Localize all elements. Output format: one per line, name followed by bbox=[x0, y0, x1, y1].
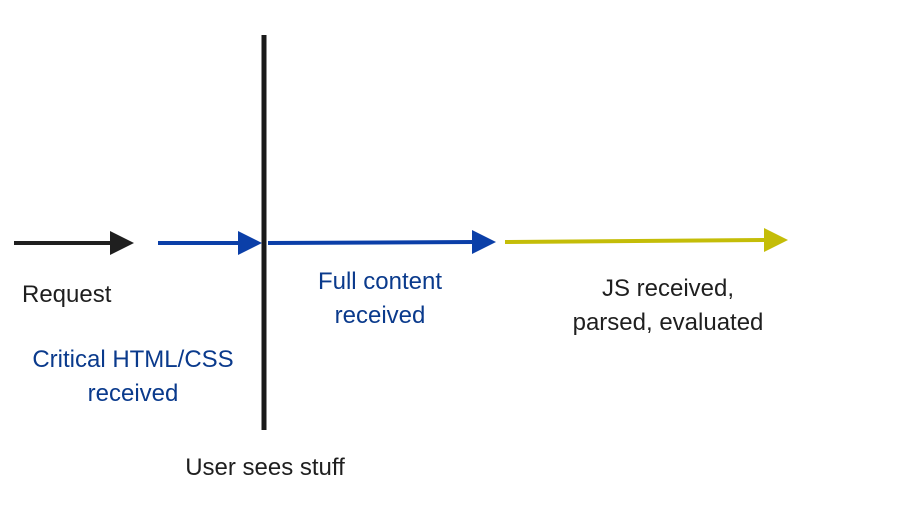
critical-html-css-arrow bbox=[158, 231, 262, 255]
js-label-line-1: JS received, bbox=[601, 275, 735, 302]
full-content-label-line-2: received bbox=[334, 302, 426, 329]
user-sees-stuff-label: User sees stuff bbox=[140, 451, 390, 485]
full-content-label-line-1: Full content bbox=[317, 268, 443, 295]
request-label-text: Request bbox=[22, 281, 112, 308]
critical-label-line-2: received bbox=[87, 380, 179, 407]
critical-html-css-label: Critical HTML/CSS received bbox=[8, 343, 258, 411]
js-arrow bbox=[504, 228, 788, 252]
full-content-arrow bbox=[267, 230, 496, 254]
full-content-label: Full content received bbox=[280, 265, 480, 333]
js-label: JS received, parsed, evaluated bbox=[538, 272, 798, 340]
user-sees-stuff-text: User sees stuff bbox=[185, 454, 345, 481]
js-label-line-2: parsed, evaluated bbox=[572, 309, 764, 336]
critical-label-line-1: Critical HTML/CSS bbox=[32, 346, 234, 373]
request-arrow bbox=[14, 231, 134, 255]
request-label: Request bbox=[14, 278, 142, 312]
